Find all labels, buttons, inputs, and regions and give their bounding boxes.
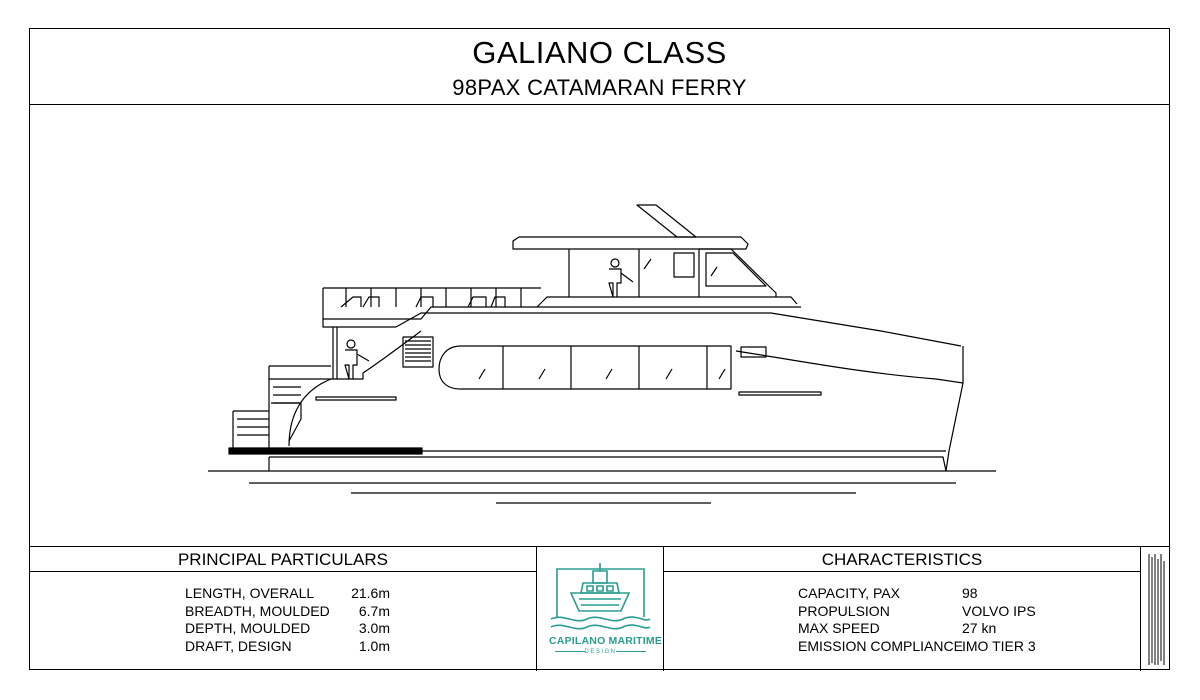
logo-company-name: CAPILANO MARITIME	[549, 635, 663, 647]
particular-label: BREADTH, MOULDED	[185, 602, 330, 619]
disclaimer-stamp	[1141, 547, 1171, 671]
list-item: LENGTH, OVERALL 21.6m	[185, 585, 390, 603]
principal-particulars-panel: PRINCIPAL PARTICULARS LENGTH, OVERALL 21.…	[30, 547, 537, 671]
particular-value: 6.7m	[358, 602, 390, 619]
info-block: PRINCIPAL PARTICULARS LENGTH, OVERALL 21.…	[30, 546, 1169, 671]
disclaimer-fine-print	[1148, 554, 1165, 665]
particular-value: 3.0m	[358, 620, 390, 636]
particular-label: DRAFT, DESIGN	[185, 637, 292, 654]
list-item: DRAFT, DESIGN 1.0m	[185, 638, 390, 656]
characteristic-label: EMISSION COMPLIANCE	[798, 637, 963, 654]
ship-icon	[550, 563, 651, 630]
logo-panel: CAPILANO MARITIME DESIGN	[537, 547, 664, 671]
logo-rule-left	[555, 651, 585, 652]
particular-label: DEPTH, MOULDED	[185, 620, 311, 636]
principal-particulars-heading: PRINCIPAL PARTICULARS	[30, 547, 536, 572]
drawing-title: GALIANO CLASS	[472, 35, 727, 70]
company-logo: CAPILANO MARITIME DESIGN	[549, 561, 663, 656]
logo-rule-right	[616, 651, 646, 652]
particular-value: 21.6m	[351, 585, 390, 601]
drawing-sheet: GALIANO CLASS 98PAX CATAMARAN FERRY	[29, 28, 1170, 671]
characteristic-value: 98	[962, 585, 978, 601]
characteristics-panel: CHARACTERISTICS CAPACITY, PAX 98 PROPULSI…	[664, 547, 1141, 671]
characteristic-label: CAPACITY, PAX	[798, 585, 900, 601]
characteristic-label: MAX SPEED	[798, 620, 880, 636]
particular-label: LENGTH, OVERALL	[185, 585, 315, 601]
characteristics-heading: CHARACTERISTICS	[664, 547, 1140, 572]
title-block: GALIANO CLASS 98PAX CATAMARAN FERRY	[30, 29, 1169, 105]
logo-company-sub: DESIGN	[584, 649, 617, 655]
profile-view	[30, 105, 1169, 547]
list-item: BREADTH, MOULDED 6.7m	[185, 603, 390, 621]
vessel-profile-drawing	[208, 204, 996, 504]
characteristic-value: 27 kn	[962, 620, 997, 636]
drawing-subtitle: 98PAX CATAMARAN FERRY	[452, 75, 747, 100]
list-item: MAX SPEED 27 kn	[798, 620, 1036, 638]
characteristic-value: VOLVO IPS	[962, 602, 1036, 619]
list-item: PROPULSION VOLVO IPS	[798, 603, 1036, 621]
list-item: CAPACITY, PAX 98	[798, 585, 1036, 603]
characteristic-value: IMO TIER 3	[962, 637, 1036, 654]
list-item: DEPTH, MOULDED 3.0m	[185, 620, 390, 638]
particular-value: 1.0m	[358, 637, 390, 654]
characteristic-label: PROPULSION	[798, 602, 890, 619]
characteristics-list: CAPACITY, PAX 98 PROPULSION VOLVO IPS MAX …	[798, 585, 1036, 655]
principal-particulars-list: LENGTH, OVERALL 21.6m BREADTH, MOULDED 6.7…	[185, 585, 390, 655]
